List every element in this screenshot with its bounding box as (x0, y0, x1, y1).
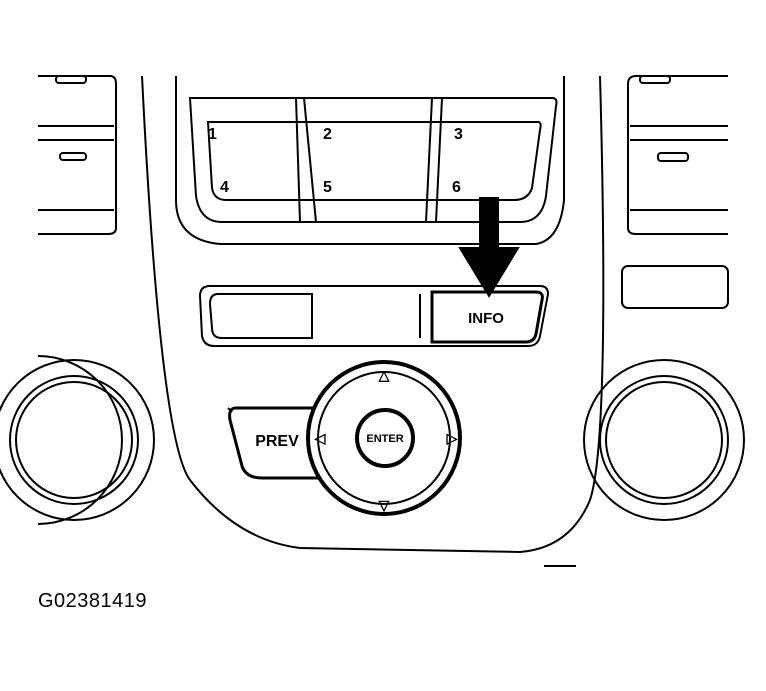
preset-button-5[interactable]: 5 (323, 179, 332, 196)
info-button[interactable] (430, 290, 544, 344)
arrow-down-icon (458, 197, 520, 298)
preset-button-3[interactable]: 3 (454, 126, 463, 143)
right-tune-knob (583, 359, 745, 521)
prev-button-label: PREV (255, 433, 299, 450)
left-volume-knob (0, 355, 155, 525)
nav-down-arrow-icon[interactable]: ▽ (378, 497, 391, 513)
preset-button-4[interactable]: 4 (220, 179, 229, 196)
preset-housing (175, 76, 565, 245)
enter-button-label: ENTER (366, 433, 403, 445)
info-button-label: INFO (468, 310, 504, 327)
prev-button[interactable] (228, 406, 324, 480)
left-switch-block (38, 75, 117, 235)
enter-button[interactable] (355, 408, 415, 468)
preset-button-6[interactable]: 6 (452, 179, 461, 196)
nav-right-arrow-icon[interactable]: ▷ (446, 430, 459, 446)
preset-button-1[interactable]: 1 (208, 126, 217, 143)
function-row (198, 285, 550, 347)
center-bezel (141, 75, 605, 554)
right-switch-block (621, 75, 729, 309)
nav-left-arrow-icon[interactable]: ◁ (314, 430, 326, 446)
nav-up-arrow-icon[interactable]: △ (378, 367, 391, 383)
preset-button-2[interactable]: 2 (323, 126, 332, 143)
figure-code: G02381419 (38, 590, 148, 612)
